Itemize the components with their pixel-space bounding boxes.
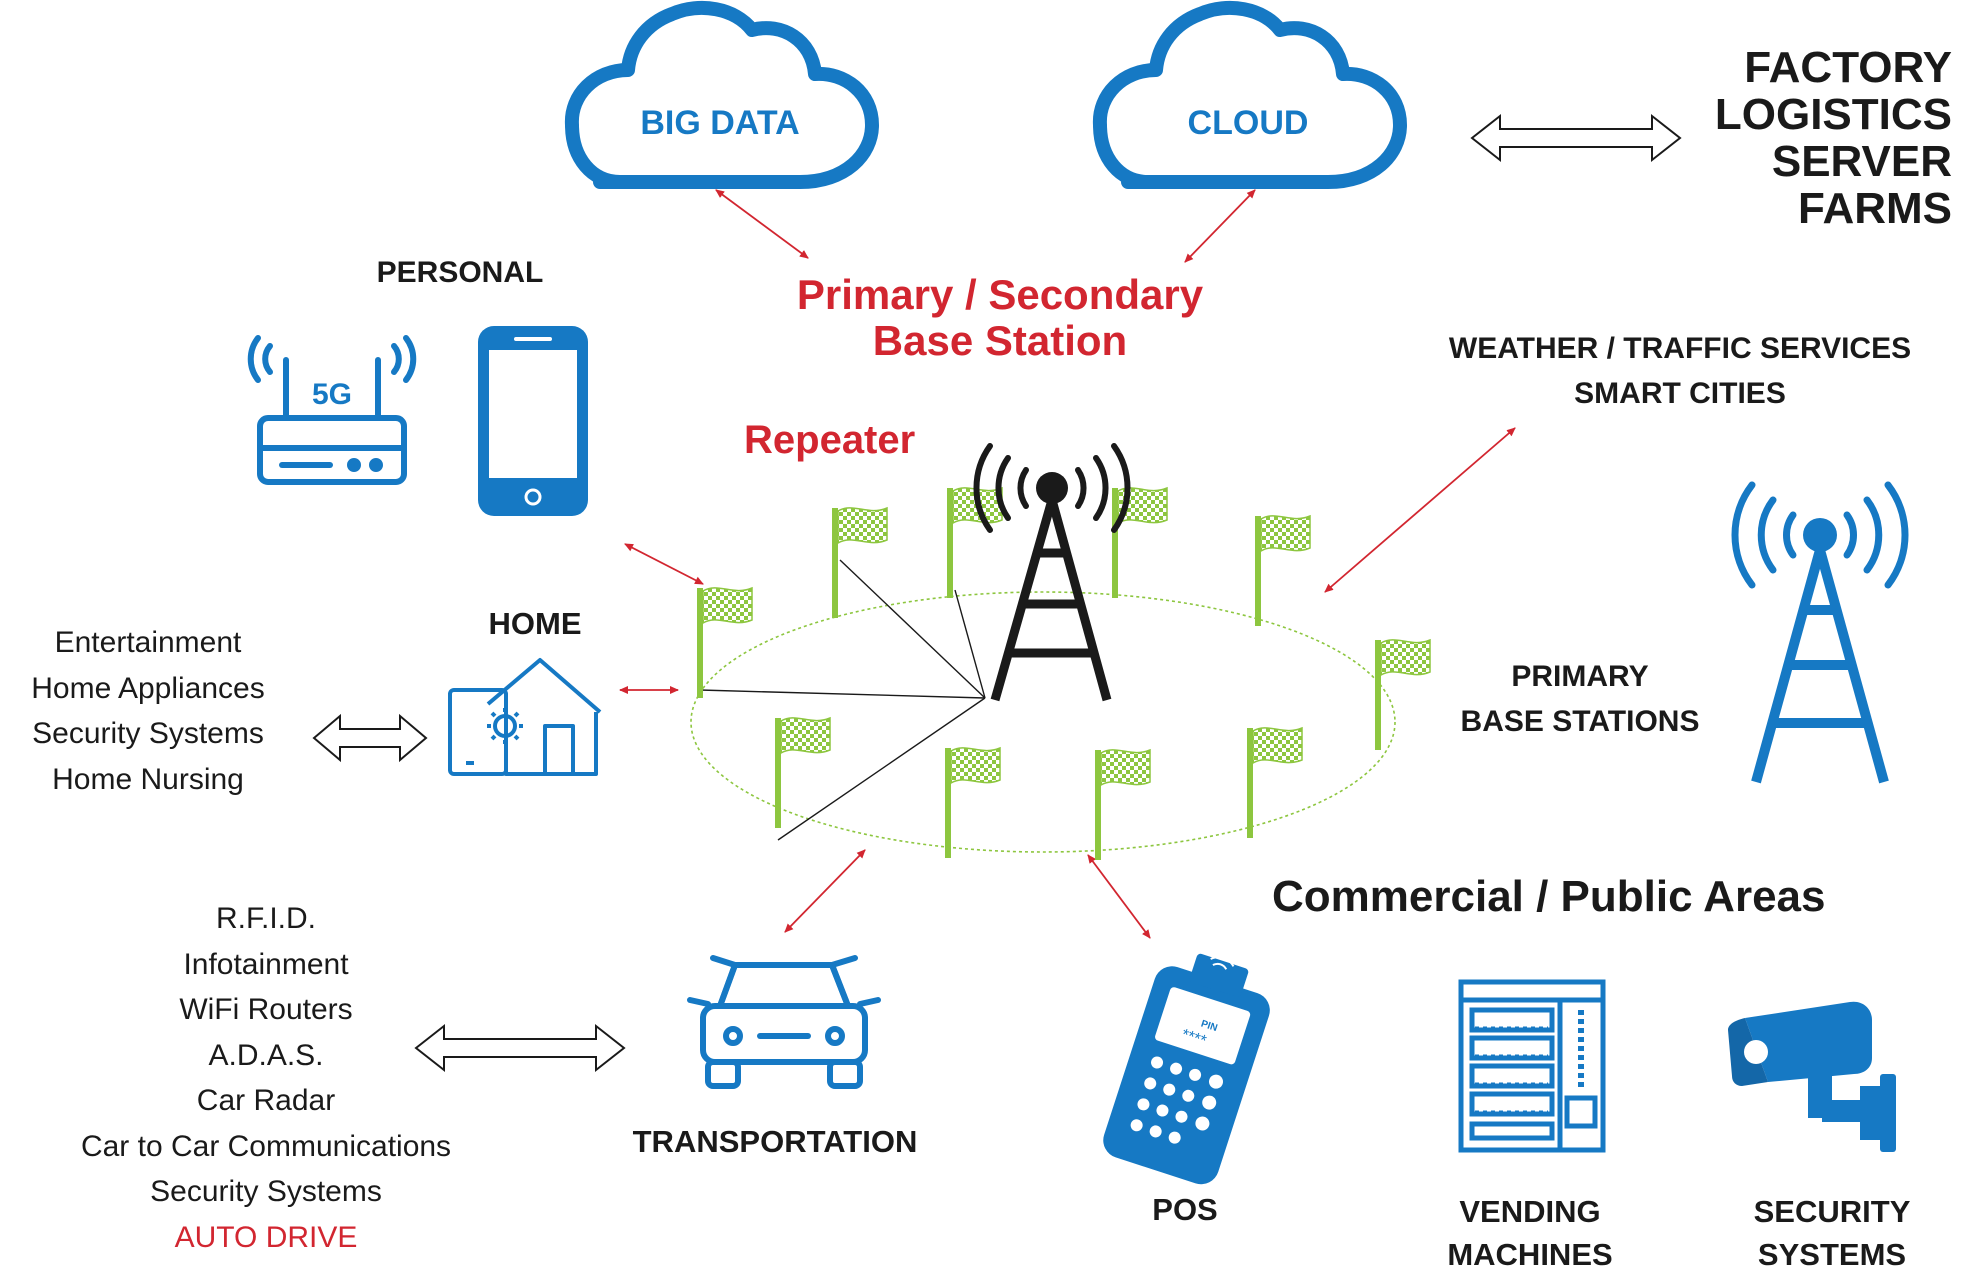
repeater-links <box>699 559 986 841</box>
security-camera-icon <box>1728 1001 1896 1152</box>
factory-line: FACTORY <box>1744 43 1952 92</box>
auto-drive-item: AUTO DRIVE <box>174 1220 358 1254</box>
primary-base-line1: PRIMARY <box>1511 660 1649 693</box>
flag-icon <box>1254 515 1311 627</box>
primary-base-line2: BASE STATIONS <box>1460 705 1700 738</box>
vending-line1: VENDING <box>1459 1194 1601 1229</box>
home-list-item: Security Systems <box>32 717 264 750</box>
pos-screen-pin: PIN <box>1199 1019 1218 1035</box>
smart-home-icon <box>448 658 602 776</box>
router-icon <box>247 335 417 485</box>
flag-icon <box>1374 639 1431 751</box>
primary-base-label: PRIMARY BASE STATIONS <box>1440 654 1720 744</box>
transport-list-item: Security Systems <box>150 1175 382 1208</box>
flag-icon <box>944 747 1001 859</box>
home-arrow <box>312 713 428 763</box>
transportation-label: TRANSPORTATION <box>632 1124 918 1159</box>
base-station-line2: Base Station <box>872 317 1128 364</box>
transport-list-item: Car to Car Communications <box>80 1129 452 1163</box>
weather-line1: WEATHER / TRAFFIC SERVICES <box>1448 332 1912 365</box>
vending-machine-icon <box>1458 979 1606 1153</box>
factory-line: FARMS <box>1798 184 1952 233</box>
cell-tower-icon <box>973 443 1131 702</box>
flag-icon <box>946 487 1003 599</box>
coverage-ellipse <box>690 591 1396 853</box>
home-list: Entertainment Home Appliances Security S… <box>0 620 296 802</box>
double-arrow-icon <box>1470 113 1682 163</box>
transport-list-item: WiFi Routers <box>179 993 353 1026</box>
pos-terminal-icon <box>1103 953 1270 1185</box>
big-data-label: BIG DATA <box>640 104 800 142</box>
flag-icon <box>831 507 888 619</box>
cloud-icon <box>1092 1 1407 189</box>
home-list-item: Home Nursing <box>52 762 244 796</box>
factory-line: SERVER <box>1771 137 1952 186</box>
home-list-item: Entertainment <box>54 626 242 659</box>
smartphone-icon <box>478 326 588 516</box>
security-line1: SECURITY <box>1753 1194 1911 1229</box>
transport-list-item: Infotainment <box>183 947 349 981</box>
vending-line2: MACHINES <box>1447 1237 1613 1272</box>
connector-arrows <box>619 189 1516 939</box>
transport-list-item: A.D.A.S. <box>208 1038 324 1072</box>
transport-list-item: Car Radar <box>196 1084 336 1117</box>
transport-list-item: R.F.I.D. <box>215 902 316 935</box>
transport-list: R.F.I.D. Infotainment WiFi Routers A.D.A… <box>30 896 502 1260</box>
flag-icon <box>1246 727 1303 839</box>
security-line2: SYSTEMS <box>1757 1237 1907 1272</box>
flag-icon <box>774 717 831 829</box>
router-5g-badge: 5G <box>311 378 353 411</box>
base-station-title: Primary / Secondary Base Station <box>740 272 1260 364</box>
pos-label: POS <box>1152 1192 1218 1227</box>
big-data-cloud-icon <box>564 1 879 189</box>
flag-icon <box>1094 749 1151 861</box>
home-list-item: Home Appliances <box>31 671 265 705</box>
weather-line2: SMART CITIES <box>1574 377 1786 410</box>
cloud-label: CLOUD <box>1187 104 1309 142</box>
pos-screen-code: **** <box>1179 1026 1208 1050</box>
cell-tower-icon <box>1731 481 1909 784</box>
car-icon <box>687 955 881 1089</box>
repeater-label: Repeater <box>744 418 916 462</box>
factory-line: LOGISTICS <box>1714 90 1952 139</box>
commercial-title: Commercial / Public Areas <box>1272 872 1826 921</box>
home-label: HOME <box>488 606 582 641</box>
transport-arrow <box>414 1023 626 1073</box>
security-label: SECURITY SYSTEMS <box>1722 1190 1942 1276</box>
flag-icon <box>1111 487 1168 599</box>
base-station-line1: Primary / Secondary <box>796 271 1204 318</box>
weather-label: WEATHER / TRAFFIC SERVICES SMART CITIES <box>1430 326 1930 416</box>
personal-label: PERSONAL <box>376 256 544 289</box>
vending-label: VENDING MACHINES <box>1420 1190 1640 1276</box>
flag-icon <box>696 587 753 699</box>
factory-list: FACTORY LOGISTICS SERVER FARMS <box>1660 44 1952 232</box>
